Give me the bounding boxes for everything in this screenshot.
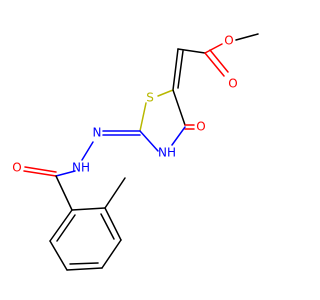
bond-ester-c-ch [177,48,206,54]
atom-o-ether: O [224,34,233,48]
atom-o-amide: O [12,161,21,175]
atom-o-ring-carbonyl: O [196,120,205,134]
bond-ester-c-o-double-b [209,49,229,73]
bond-c5-c4 [172,89,186,126]
bond-o-carbonyl-c [204,43,223,54]
atom-o-ester-carbonyl: O [228,77,237,91]
bond-exocyclic-double-a [172,48,179,91]
bond-c5-s [157,89,174,97]
bond-ar-inner-3 [56,214,76,242]
atom-n-imine: N [93,126,102,140]
bond-ar-3-4 [101,239,122,269]
bond-amide-o-double-b [24,166,57,173]
bond-amide-o-double-a [23,170,57,177]
bond-exocyclic-double-b [177,50,184,89]
bond-ar-5-6 [49,240,68,271]
bond-s-c2 [139,102,147,132]
bond-ar-4-5 [66,267,103,271]
bond-carbonyl-aryl [55,175,73,211]
chemical-structure: O O S O NH N NH O [12,33,259,271]
bond-ar-1-2 [71,207,106,211]
bond-c4-n3 [171,126,186,146]
bond-n-nh [81,141,94,161]
bond-ester-c-o-double-a [204,52,225,77]
bond-methyl-o [235,33,259,41]
bond-nh-carbonyl [55,170,76,177]
bond-ar-methyl [104,177,126,209]
bond-ar-inner-1 [100,213,115,240]
atom-n-ring: NH [158,146,176,160]
bond-ar-inner-2 [69,262,99,265]
atom-n-hydrazide: NH [72,161,90,175]
bonds [23,33,259,271]
bond-n3-c2 [139,130,159,152]
atom-labels: O O S O NH N NH O [12,34,237,175]
atom-s-ring: S [146,91,154,105]
bond-ar-6-1 [49,209,73,242]
bond-ar-2-3 [104,207,122,241]
